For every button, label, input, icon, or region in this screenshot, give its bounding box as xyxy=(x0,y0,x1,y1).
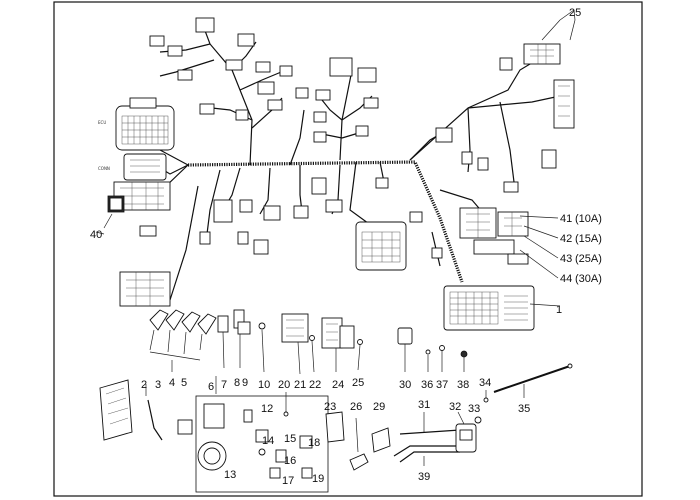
module-23 xyxy=(325,411,345,443)
callout-36: 36 xyxy=(421,379,433,391)
legend-43-rating: (25A) xyxy=(575,253,602,265)
main-fuse-box-1 xyxy=(443,285,561,331)
bracket-29 xyxy=(371,427,391,453)
battery-cover-2 xyxy=(99,379,133,441)
sensor-8-9 xyxy=(233,309,251,368)
callout-13: 13 xyxy=(224,469,236,481)
legend-41-callout: 41 xyxy=(560,213,572,225)
fuse-leader-lines xyxy=(519,215,559,279)
cable-3 xyxy=(147,399,163,441)
callout-9: 9 xyxy=(242,377,248,389)
legend-42-rating: (15A) xyxy=(575,233,602,245)
callout-26: 26 xyxy=(350,401,362,413)
fuse-legend: 41 (10A) 42 (15A) 43 (25A) 44 (30A) xyxy=(560,213,602,285)
actuator-32 xyxy=(455,411,477,453)
rod-35 xyxy=(493,363,573,398)
callout-labels: 1 2 3 4 5 6 7 8 9 10 12 13 14 15 16 17 1… xyxy=(90,7,581,487)
legend-44-rating: (30A) xyxy=(575,273,602,285)
part-22 xyxy=(309,335,315,373)
callout-3: 3 xyxy=(155,379,161,391)
callout-14: 14 xyxy=(262,435,274,447)
ecu-connector-left: ECU CONN xyxy=(98,97,175,211)
legend-43-callout: 43 xyxy=(560,253,572,265)
callout-22: 22 xyxy=(309,379,321,391)
legend-41-rating: (10A) xyxy=(575,213,602,225)
callout-30: 30 xyxy=(399,379,411,391)
svg-text:ECU: ECU xyxy=(98,120,106,125)
callout-19: 19 xyxy=(312,473,324,485)
sensor-26 xyxy=(349,417,369,471)
callout-4: 4 xyxy=(169,377,175,389)
junction-block-left xyxy=(119,225,171,307)
callout-21: 21 xyxy=(294,379,306,391)
fuse-relay-cluster xyxy=(459,207,529,265)
callout-8: 8 xyxy=(234,377,240,389)
grommet-10 xyxy=(258,322,266,373)
ignition-coils-4 xyxy=(149,309,217,372)
callout-18: 18 xyxy=(308,437,320,449)
callout-16: 16 xyxy=(284,455,296,467)
part-12 xyxy=(243,409,253,423)
callout-25-top: 25 xyxy=(569,7,581,19)
callout-25-lower: 25 xyxy=(352,377,364,389)
callout-1: 1 xyxy=(556,304,562,316)
harness-connectors xyxy=(149,17,519,259)
relay-30 xyxy=(397,327,413,372)
callout-7: 7 xyxy=(221,379,227,391)
module-21 xyxy=(281,313,309,375)
leader-lines xyxy=(95,9,576,396)
callout-38: 38 xyxy=(457,379,469,391)
callout-12: 12 xyxy=(261,403,273,415)
callout-31: 31 xyxy=(418,399,430,411)
callout-10: 10 xyxy=(258,379,270,391)
main-harness xyxy=(126,27,561,301)
callout-24: 24 xyxy=(332,379,344,391)
callout-15: 15 xyxy=(284,433,296,445)
callout-2: 2 xyxy=(141,379,147,391)
part-20 xyxy=(283,392,289,417)
callout-23: 23 xyxy=(324,401,336,413)
callout-35: 35 xyxy=(518,403,530,415)
part-33-34 xyxy=(474,390,489,424)
bracket-5 xyxy=(177,419,193,435)
callout-5: 5 xyxy=(181,377,187,389)
callout-37: 37 xyxy=(436,379,448,391)
callout-39: 39 xyxy=(418,471,430,483)
legend-42-callout: 42 xyxy=(560,233,572,245)
legend-44-callout: 44 xyxy=(560,273,572,285)
callout-6: 6 xyxy=(208,381,214,393)
center-fuse-box xyxy=(355,221,407,271)
callout-29: 29 xyxy=(373,401,385,413)
callout-40: 40 xyxy=(90,229,102,241)
callout-20: 20 xyxy=(278,379,290,391)
screws-36-37-38 xyxy=(425,345,468,372)
svg-text:CONN: CONN xyxy=(98,166,110,171)
callout-34: 34 xyxy=(479,377,491,389)
relay-40 xyxy=(103,195,125,229)
sensor-7 xyxy=(217,315,229,369)
clip-25-lower xyxy=(357,339,363,371)
horn-assembly-box xyxy=(195,395,329,493)
cables-31-39 xyxy=(393,412,461,466)
callout-17: 17 xyxy=(282,475,294,487)
callout-32: 32 xyxy=(449,401,461,413)
top-right-connectors xyxy=(499,19,576,169)
relay-bracket-24 xyxy=(321,317,355,372)
callout-33: 33 xyxy=(468,403,480,415)
